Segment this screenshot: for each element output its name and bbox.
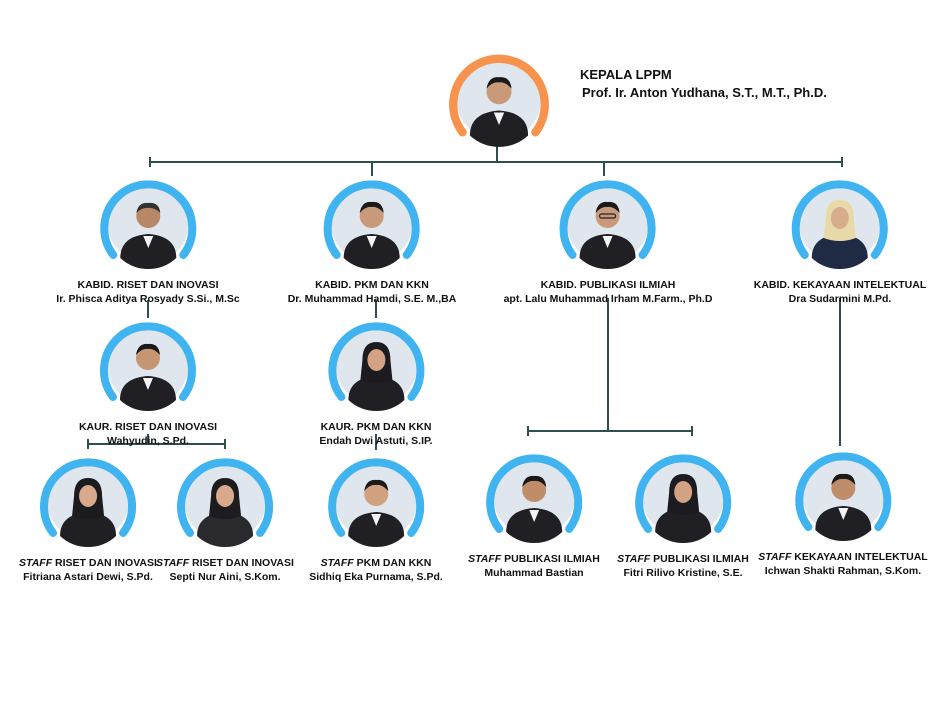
- node-label: STAFF RISET DAN INOVASI Fitriana Astari …: [19, 556, 157, 584]
- role-title: STAFF RISET DAN INOVASI: [156, 557, 294, 569]
- node-kabid-pkm: KABID. PKM DAN KKN Dr. Muhammad Hamdi, S…: [288, 172, 457, 306]
- person-name: Fitriana Astari Dewi, S.Pd.: [23, 571, 153, 583]
- avatar: [326, 314, 426, 414]
- avatar: [326, 450, 426, 550]
- avatar: [484, 446, 584, 546]
- node-label: STAFF KEKAYAAN INTELEKTUAL Ichwan Shakti…: [758, 550, 927, 578]
- staff-prefix: STAFF: [468, 553, 502, 565]
- avatar: [790, 172, 890, 272]
- node-kabid-publikasi: KABID. PUBLIKASI ILMIAH apt. Lalu Muhamm…: [504, 172, 713, 306]
- role-title: KABID. KEKAYAAN INTELEKTUAL: [753, 279, 927, 291]
- avatar: [793, 444, 893, 544]
- avatar: [98, 172, 198, 272]
- node-staff-riset-2: STAFF RISET DAN INOVASI Septi Nur Aini, …: [156, 450, 294, 584]
- node-staff-publikasi-1: STAFF PUBLIKASI ILMIAH Muhammad Bastian: [468, 446, 600, 580]
- person-name: Prof. Ir. Anton Yudhana, S.T., M.T., Ph.…: [582, 85, 827, 100]
- avatar: [558, 172, 658, 272]
- person-name: apt. Lalu Muhammad Irham M.Farm., Ph.D: [503, 293, 713, 305]
- node-staff-riset-1: STAFF RISET DAN INOVASI Fitriana Astari …: [19, 450, 157, 584]
- node-staff-publikasi-2: STAFF PUBLIKASI ILMIAH Fitri Rilivo Kris…: [617, 446, 749, 580]
- person-name: Septi Nur Aini, S.Kom.: [169, 571, 281, 583]
- person-name: Wahyudin, S.Pd.: [107, 435, 189, 447]
- person-name: Ir. Phisca Aditya Rosyady S.Si., M.Sc: [56, 293, 240, 305]
- node-label: KABID. KEKAYAAN INTELEKTUAL Dra Sudarmin…: [754, 278, 927, 306]
- node-kabid-kekayaan: KABID. KEKAYAAN INTELEKTUAL Dra Sudarmin…: [754, 172, 927, 306]
- node-staff-kekayaan: STAFF KEKAYAAN INTELEKTUAL Ichwan Shakti…: [758, 444, 928, 578]
- person-name: Endah Dwi Astuti, S.IP.: [319, 435, 433, 447]
- avatar: [98, 314, 198, 414]
- node-kabid-riset: KABID. RISET DAN INOVASI Ir. Phisca Adit…: [56, 172, 240, 306]
- head-label: KEPALA LPPM Prof. Ir. Anton Yudhana, S.T…: [580, 66, 827, 102]
- node-kaur-pkm: KAUR. PKM DAN KKN Endah Dwi Astuti, S.IP…: [319, 314, 433, 448]
- node-label: KABID. PUBLIKASI ILMIAH apt. Lalu Muhamm…: [504, 278, 713, 306]
- node-kaur-riset: KAUR. RISET DAN INOVASI Wahyudin, S.Pd.: [79, 314, 217, 448]
- role-title: STAFF PKM DAN KKN: [320, 557, 432, 569]
- avatar: [175, 450, 275, 550]
- person-name: Muhammad Bastian: [484, 567, 584, 579]
- avatar: [633, 446, 733, 546]
- node-label: STAFF PKM DAN KKN Sidhiq Eka Purnama, S.…: [309, 556, 443, 584]
- role-title: STAFF PUBLIKASI ILMIAH: [468, 553, 600, 565]
- node-label: STAFF PUBLIKASI ILMIAH Fitri Rilivo Kris…: [617, 552, 749, 580]
- staff-prefix: STAFF: [758, 551, 792, 563]
- node-staff-pkm: STAFF PKM DAN KKN Sidhiq Eka Purnama, S.…: [309, 450, 443, 584]
- role-title: STAFF RISET DAN INOVASI: [19, 557, 157, 569]
- person-name: Dr. Muhammad Hamdi, S.E. M.,BA: [287, 293, 457, 305]
- node-kepala-lppm: [447, 46, 549, 147]
- role-title: STAFF KEKAYAAN INTELEKTUAL: [758, 551, 928, 563]
- person-name: Fitri Rilivo Kristine, S.E.: [623, 567, 743, 579]
- node-label: KABID. PKM DAN KKN Dr. Muhammad Hamdi, S…: [288, 278, 457, 306]
- staff-prefix: STAFF: [617, 553, 651, 565]
- role-title: KEPALA LPPM: [580, 67, 672, 82]
- node-label: STAFF RISET DAN INOVASI Septi Nur Aini, …: [156, 556, 294, 584]
- person-name: Sidhiq Eka Purnama, S.Pd.: [309, 571, 443, 583]
- node-label: KABID. RISET DAN INOVASI Ir. Phisca Adit…: [56, 278, 239, 306]
- node-label: STAFF PUBLIKASI ILMIAH Muhammad Bastian: [468, 552, 600, 580]
- node-label: KAUR. PKM DAN KKN Endah Dwi Astuti, S.IP…: [319, 420, 432, 448]
- staff-prefix: STAFF: [156, 557, 190, 569]
- role-title: KAUR. RISET DAN INOVASI: [78, 421, 218, 433]
- role-title: KAUR. PKM DAN KKN: [320, 421, 432, 433]
- avatar: [38, 450, 138, 550]
- staff-prefix: STAFF: [19, 557, 53, 569]
- person-name: Ichwan Shakti Rahman, S.Kom.: [764, 565, 922, 577]
- role-title: KABID. PKM DAN KKN: [315, 279, 429, 291]
- role-title: KABID. RISET DAN INOVASI: [77, 279, 219, 291]
- role-title: KABID. PUBLIKASI ILMIAH: [540, 279, 676, 291]
- avatar: [447, 46, 549, 147]
- person-name: Dra Sudarmini M.Pd.: [788, 293, 892, 305]
- avatar: [322, 172, 422, 272]
- node-label: KAUR. RISET DAN INOVASI Wahyudin, S.Pd.: [79, 420, 217, 448]
- role-title: STAFF PUBLIKASI ILMIAH: [617, 553, 749, 565]
- staff-prefix: STAFF: [320, 557, 354, 569]
